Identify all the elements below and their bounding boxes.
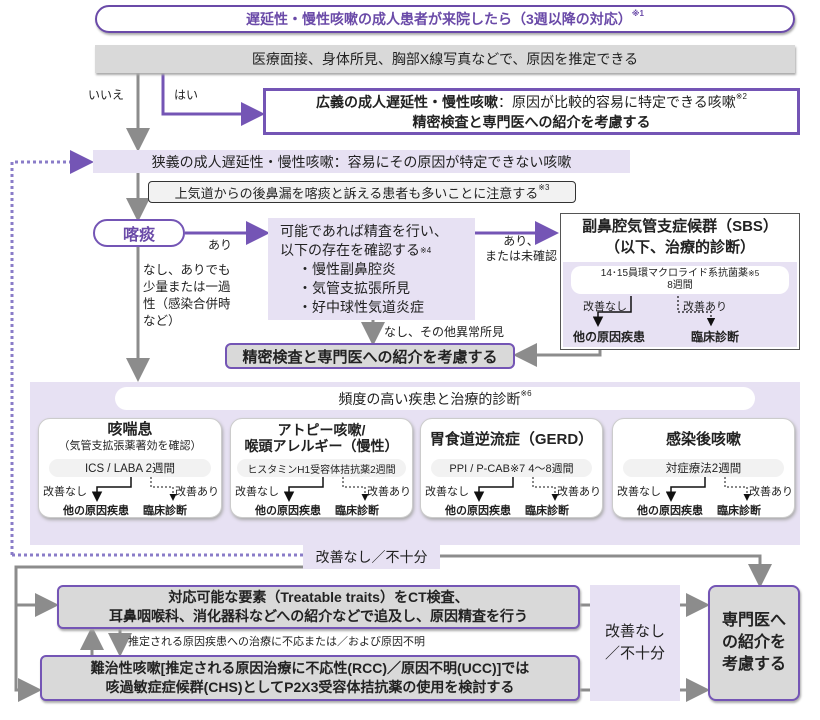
sputum-present-label: あり bbox=[208, 238, 233, 252]
unresponsive-label: 推定される原因疾患への治療に不応または／および原因不明 bbox=[128, 636, 425, 648]
refractory-cough-box: 難治性咳嗽[推定される原因治療に不応性(RCC)／原因不明(UCC)]では咳過敏… bbox=[40, 655, 580, 701]
insufficient-label: 改善なし／不十分 bbox=[303, 545, 440, 569]
treatment: ヒスタミンH1受容体拮抗薬2週間 bbox=[237, 459, 406, 477]
yes-label: はい bbox=[174, 88, 199, 102]
none-other-findings-label: なし、その他異常所見 bbox=[384, 325, 505, 339]
card-postinfectious-cough: 感染後咳嗽 対症療法2週間 改善なし 改善あり 他の原因疾患 臨床診断 bbox=[612, 418, 795, 518]
sputum-absent-label: なし、ありでも少量または一過性（感染合併時など） bbox=[143, 263, 231, 328]
frequent-diseases-header: 頻度の高い疾患と治療的診断※6 bbox=[115, 387, 755, 410]
step-estimate-cause: 医療面接、身体所見、胸部X線写真などで、原因を推定できる bbox=[95, 45, 795, 73]
insufficient-label-2: 改善なし／不十分 bbox=[590, 585, 680, 701]
treatment: ICS / LABA 2週間 bbox=[49, 459, 211, 477]
sputum-node: 喀痰 bbox=[93, 219, 185, 247]
treatment: 対症療法2週間 bbox=[623, 459, 784, 477]
examination-box: 可能であれば精査を行い、 以下の存在を確認する※4 ・慢性副鼻腔炎 ・気管支拡張… bbox=[268, 218, 475, 320]
specialist-referral-box: 専門医への紹介を考慮する bbox=[708, 585, 800, 701]
caution-note: 上気道からの後鼻漏を喀痰と訴える患者も多いことに注意する※3 bbox=[148, 181, 576, 203]
broad-cough-box: 広義の成人遅延性・慢性咳嗽：原因が比較的容易に特定できる咳嗽※2 精密検査と専門… bbox=[263, 88, 800, 135]
treatment: PPI / P-CAB※7 4～8週間 bbox=[431, 459, 592, 477]
card-gerd: 胃食道逆流症（GERD） PPI / P-CAB※7 4～8週間 改善なし 改善… bbox=[420, 418, 603, 518]
clinical-diagnosis: 臨床診断 bbox=[691, 330, 740, 344]
sbs-box: 副鼻腔気管支症候群（SBS）（以下、治療的診断） 14･15員環マクロライド系抗… bbox=[560, 213, 800, 350]
refer-specialist-box: 精密検査と専門医への紹介を考慮する bbox=[225, 343, 515, 369]
card-cough-asthma: 咳喘息（気管支拡張薬著効を確認） ICS / LABA 2週間 改善なし 改善あ… bbox=[38, 418, 222, 518]
treatable-traits-box: 対応可能な要素（Treatable traits）をCT検査、耳鼻咽喉科、消化器… bbox=[57, 585, 580, 629]
other-cause-disease: 他の原因疾患 bbox=[573, 330, 646, 344]
title-box: 遅延性・慢性咳嗽の成人患者が来院したら（3週以降の対応）※1 bbox=[95, 5, 795, 33]
card-atopic-cough: アトピー咳嗽/喉頭アレルギー（慢性） ヒスタミンH1受容体拮抗薬2週間 改善なし… bbox=[230, 418, 413, 518]
no-label: いいえ bbox=[88, 88, 125, 102]
present-or-unconfirmed-label: あり、または未確認 bbox=[484, 234, 557, 263]
narrow-cough-box: 狭義の成人遅延性・慢性咳嗽：容易にその原因が特定できない咳嗽 bbox=[93, 150, 630, 173]
